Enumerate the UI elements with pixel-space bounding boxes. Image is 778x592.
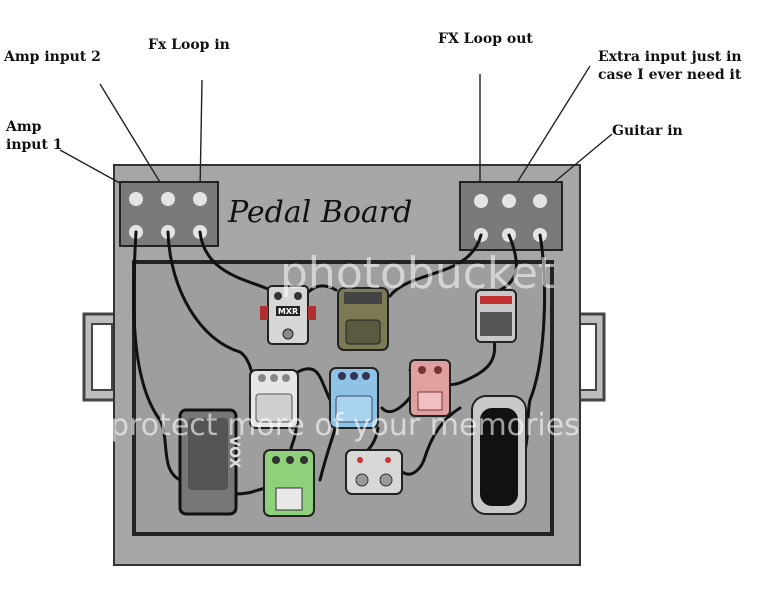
label-fx-loop-out: FX Loop out xyxy=(438,31,533,47)
label-amp-input-1: Amp input 1 xyxy=(6,119,63,153)
mxr-brand-label: MXR xyxy=(278,307,298,316)
board-title: Pedal Board xyxy=(227,195,412,230)
mxr-pedal-icon: MXR xyxy=(260,285,316,345)
jack-socket-icon xyxy=(161,192,175,206)
jack-socket-icon xyxy=(533,194,547,208)
jack-socket-icon xyxy=(474,194,488,208)
wah-pedal-icon: VOX xyxy=(178,408,242,516)
jack-socket-icon xyxy=(193,192,207,206)
cables xyxy=(132,230,547,496)
right-jack-box xyxy=(459,181,563,251)
green-pedal xyxy=(263,449,315,517)
label-guitar-in: Guitar in xyxy=(612,123,683,139)
label-fx-loop-in: Fx Loop in xyxy=(148,37,230,53)
blue-pedal xyxy=(329,367,379,429)
grey-switch-pedal xyxy=(345,449,403,495)
jack-socket-icon xyxy=(502,194,516,208)
olive-pedal xyxy=(337,287,389,351)
white-pedal xyxy=(249,369,299,429)
jack-socket-icon xyxy=(129,192,143,206)
pink-pedal xyxy=(409,359,451,417)
volume-pedal-icon xyxy=(471,395,527,515)
label-extra-input: Extra input just in case I ever need it xyxy=(598,49,742,83)
label-amp-input-2: Amp input 2 xyxy=(4,49,101,65)
amp-sim-pedal-icon xyxy=(475,289,517,343)
vox-brand-label: VOX xyxy=(226,436,242,469)
